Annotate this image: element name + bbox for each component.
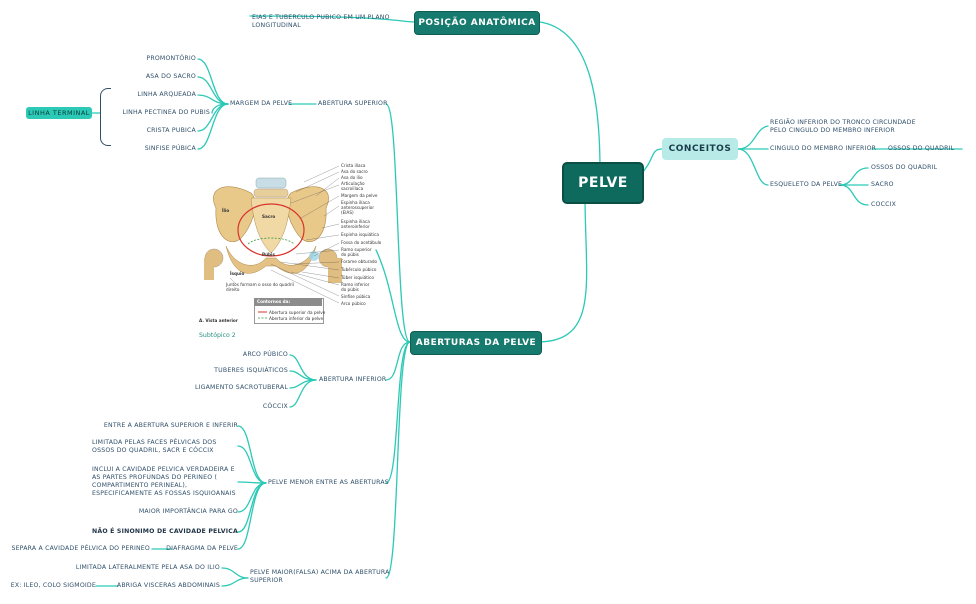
menor-item-limitada: LIMITADA PELAS FACES PÉLVICAS DOS OSSOS … xyxy=(92,439,217,454)
linha-terminal-bracket xyxy=(100,88,111,146)
fig-label-espinha-isquiatica: Espinha isquiática xyxy=(341,232,379,237)
maior-abriga: ABRIGA VISCERAS ABDOMINAIS xyxy=(116,582,220,589)
maior-limitada: LIMITADA LATERALMENTE PELA ASA DO ILIO xyxy=(75,564,220,571)
connector-posicao xyxy=(539,21,601,171)
menor-diafragma-desc: SEPARA A CAVIDADE PÉLVICA DO PERINEO xyxy=(11,545,150,552)
inferior-item-ligamento: LIGAMENTO SACROTUBERAL xyxy=(194,384,288,391)
fig-label-eiai: Espinha ilíaca anteroinferior xyxy=(341,219,370,229)
conceitos-label: CONCEITOS xyxy=(668,144,732,154)
fig-label-margem-pelve: Margem da pelve xyxy=(341,193,378,198)
superior-item-promontorio: PROMONTÓRIO xyxy=(146,55,196,62)
fig-label-eias: Espinha ilíaca anterossuperior (EIAS) xyxy=(341,200,375,215)
esqueleto-item-coccix: COCCIX xyxy=(871,201,897,208)
fig-label-sacro: Sacro xyxy=(262,214,276,219)
fig-label-arco-pubico: Arco púbico xyxy=(341,301,366,306)
superior-item-crista-pubica: CRISTA PUBICA xyxy=(146,127,196,134)
esqueleto-item-ossos: OSSOS DO QUADRIL xyxy=(871,164,938,171)
fig-legend-superior: Abertura superior da pelve xyxy=(269,310,326,315)
inferior-item-coccix: CÓCCIX xyxy=(262,403,288,410)
posicao-anatomica-node[interactable]: POSIÇÃO ANATÔMICA xyxy=(414,11,540,35)
fig-label-forame-obturado: Forame obturado xyxy=(341,259,378,264)
aberturas-node[interactable]: ABERTURAS DA PELVE xyxy=(410,331,542,355)
fig-label-sinfise: Sínfise púbica xyxy=(341,294,371,299)
fig-label-crista-iliaca: Crista ilíaca xyxy=(341,163,366,168)
fig-label-tuberculo-pubico: Tubérculo púbico xyxy=(341,267,377,272)
posicao-desc: EIAS E TUBERCULO PUBICO EM UM PLANO LONG… xyxy=(252,14,390,29)
linha-terminal-label: LINHA TERMINAL xyxy=(28,109,90,117)
fig-label-tuber-isquiatico: Túber isquiático xyxy=(341,275,374,280)
pelvis-anatomy-figure: Crista ilíaca Asa do sacro Asa do ílio A… xyxy=(196,158,381,326)
conceitos-node[interactable]: CONCEITOS xyxy=(662,138,738,160)
aberturas-label: ABERTURAS DA PELVE xyxy=(415,338,537,348)
center-label: PELVE xyxy=(578,175,628,191)
fig-label-pubis: Púbis xyxy=(262,252,275,257)
menor-item-nao-sinonimo: NÃO É SINONIMO DE CAVIDADE PELVICA xyxy=(91,528,238,535)
posicao-label: POSIÇÃO ANATÔMICA xyxy=(418,18,536,28)
conceitos-cingulo: CINGULO DO MEMBRO INFERIOR xyxy=(770,145,877,152)
abertura-superior: ABERTURA SUPERIOR xyxy=(318,100,388,107)
maior-exemplo: EX: ILEO, COLO SIGMOIDE xyxy=(10,582,96,589)
superior-item-asa-sacro: ASA DO SACRO xyxy=(145,73,196,80)
conceitos-esqueleto: ESQUELETO DA PELVE xyxy=(770,181,843,188)
menor-item-inclui: INCLUI A CAVIDADE PELVICA VERDADEIRA E A… xyxy=(92,466,236,497)
fig-label-fossa-acetabulo: Fossa do acetábulo xyxy=(341,240,382,245)
inferior-item-tuberes: TUBERES ISQUIÁTICOS xyxy=(214,367,288,374)
fig-label-articulacao: Articulação sacroilíaca xyxy=(341,181,365,191)
connector-aberturas xyxy=(539,194,588,343)
linha-terminal-node[interactable]: LINHA TERMINAL xyxy=(26,107,92,119)
fig-label-juntos: Juntos formam o osso do quadril direito xyxy=(226,282,294,292)
fig-legend-lines xyxy=(258,311,267,319)
conceitos-regiao: REGIÃO INFERIOR DO TRONCO CIRCUNDADE PEL… xyxy=(770,119,916,134)
center-node-pelve[interactable]: PELVE xyxy=(562,162,644,204)
pelve-menor: PELVE MENOR ENTRE AS ABERTURAS xyxy=(268,479,389,486)
pelve-maior: PELVE MAIOR(FALSA) ACIMA DA ABERTURA SUP… xyxy=(250,569,390,584)
subtopic-2[interactable]: Subtópico 2 xyxy=(199,332,236,339)
abertura-inferior: ABERTURA INFERIOR xyxy=(319,376,387,383)
fig-legend-inferior: Abertura inferior da pelve xyxy=(269,316,324,321)
fig-legend-title: Contornos da: xyxy=(254,298,322,306)
fig-label-ramo-superior: Ramo superior do púbis xyxy=(341,247,372,257)
fig-label-isquio: Ísquio xyxy=(230,271,245,276)
fig-label-ilio: Ílio xyxy=(222,208,230,213)
superior-item-linha-pectinea: LINHA PECTINEA DO PUBIS xyxy=(122,109,210,116)
pelvis-illustration xyxy=(204,165,342,304)
fig-label-asa-ilio: Asa do ílio xyxy=(341,175,363,180)
fig-label-asa-sacro: Asa do sacro xyxy=(341,169,368,174)
menor-item-maior-importancia: MAIOR IMPORTÂNCIA PARA GO xyxy=(138,508,238,515)
menor-diafragma: DIAFRAGMA DA PELVE xyxy=(166,545,238,552)
fig-label-vista: A. Vista anterior xyxy=(199,318,238,323)
esqueleto-item-sacro: SACRO xyxy=(871,181,894,188)
menor-item-entre: ENTRE A ABERTURA SUPERIOR E INFERIR xyxy=(103,422,238,429)
inferior-item-arco-pubico: ARCO PÚBICO xyxy=(242,351,288,358)
superior-item-linha-arqueada: LINHA ARQUEADA xyxy=(137,91,196,98)
fig-label-ramo-inferior: Ramo inferior do púbis xyxy=(341,282,370,292)
conceitos-ossos-quadril: OSSOS DO QUADRIL xyxy=(888,145,955,152)
superior-item-sinfise: SINFISE PÚBICA xyxy=(144,145,196,152)
margem-da-pelve: MARGEM DA PELVE xyxy=(230,100,293,107)
